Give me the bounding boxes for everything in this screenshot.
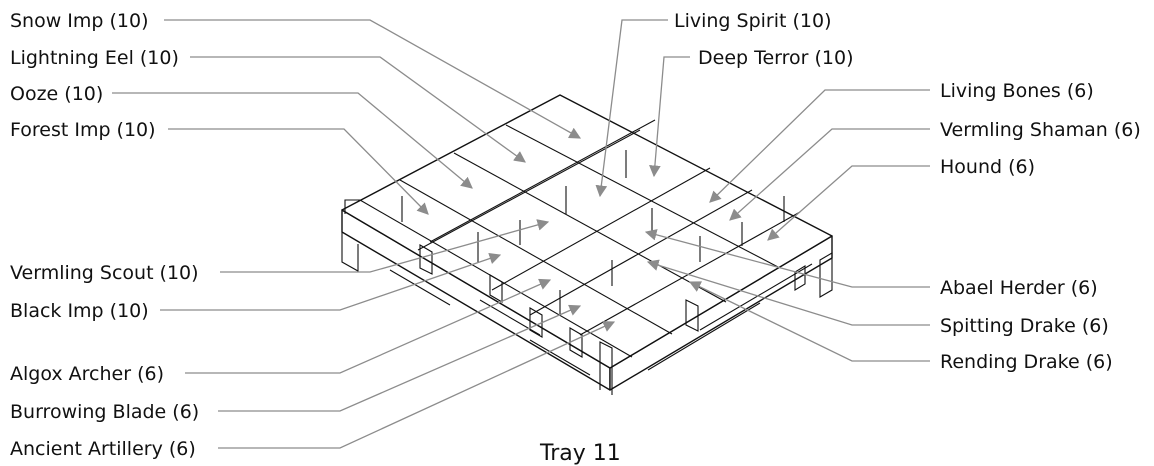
leader-ancient-artillery <box>218 321 616 449</box>
tray-illustration <box>341 94 833 395</box>
label-ooze: Ooze (10) <box>10 83 103 105</box>
label-black-imp: Black Imp (10) <box>10 300 149 322</box>
label-living-spirit: Living Spirit (10) <box>674 10 832 32</box>
leader-snow-imp <box>164 19 582 139</box>
leader-vermling-scout <box>220 219 550 273</box>
label-living-bones: Living Bones (6) <box>940 80 1094 102</box>
right-labels: Living Spirit (10) Deep Terror (10) Livi… <box>674 10 1141 373</box>
leader-abael-herder <box>644 229 930 288</box>
tray-notches <box>341 232 833 395</box>
label-rending-drake: Rending Drake (6) <box>940 351 1113 373</box>
tray-top <box>341 94 833 369</box>
leader-rending-drake <box>688 281 930 362</box>
label-vermling-shaman: Vermling Shaman (6) <box>940 119 1141 141</box>
leader-ooze <box>112 92 473 189</box>
leader-lines <box>112 19 930 449</box>
leader-black-imp <box>160 252 502 311</box>
label-hound: Hound (6) <box>940 156 1035 178</box>
leader-spitting-drake <box>646 259 930 326</box>
label-abael-herder: Abael Herder (6) <box>940 277 1098 299</box>
tray-dividers-b <box>417 119 801 336</box>
label-spitting-drake: Spitting Drake (6) <box>940 315 1109 337</box>
label-vermling-scout: Vermling Scout (10) <box>10 262 199 284</box>
label-lightning-eel: Lightning Eel (10) <box>10 47 179 69</box>
label-deep-terror: Deep Terror (10) <box>698 47 854 69</box>
label-forest-imp: Forest Imp (10) <box>10 119 156 141</box>
leader-vermling-shaman <box>729 128 930 221</box>
leader-algox-archer <box>185 278 552 374</box>
leader-burrowing-blade <box>218 304 582 412</box>
left-labels: Snow Imp (10) Lightning Eel (10) Ooze (1… <box>10 10 199 460</box>
leader-living-spirit <box>595 19 668 198</box>
leader-lightning-eel <box>190 56 526 163</box>
diagram-caption: Tray 11 <box>539 441 621 466</box>
leader-forest-imp <box>168 128 429 215</box>
label-algox-archer: Algox Archer (6) <box>10 363 164 385</box>
leader-deep-terror <box>649 56 690 178</box>
label-ancient-artillery: Ancient Artillery (6) <box>10 438 196 460</box>
label-burrowing-blade: Burrowing Blade (6) <box>10 401 199 423</box>
leader-hound <box>767 165 930 241</box>
tray-walls <box>401 150 785 315</box>
leader-living-bones <box>709 89 930 203</box>
label-snow-imp: Snow Imp (10) <box>10 10 149 32</box>
